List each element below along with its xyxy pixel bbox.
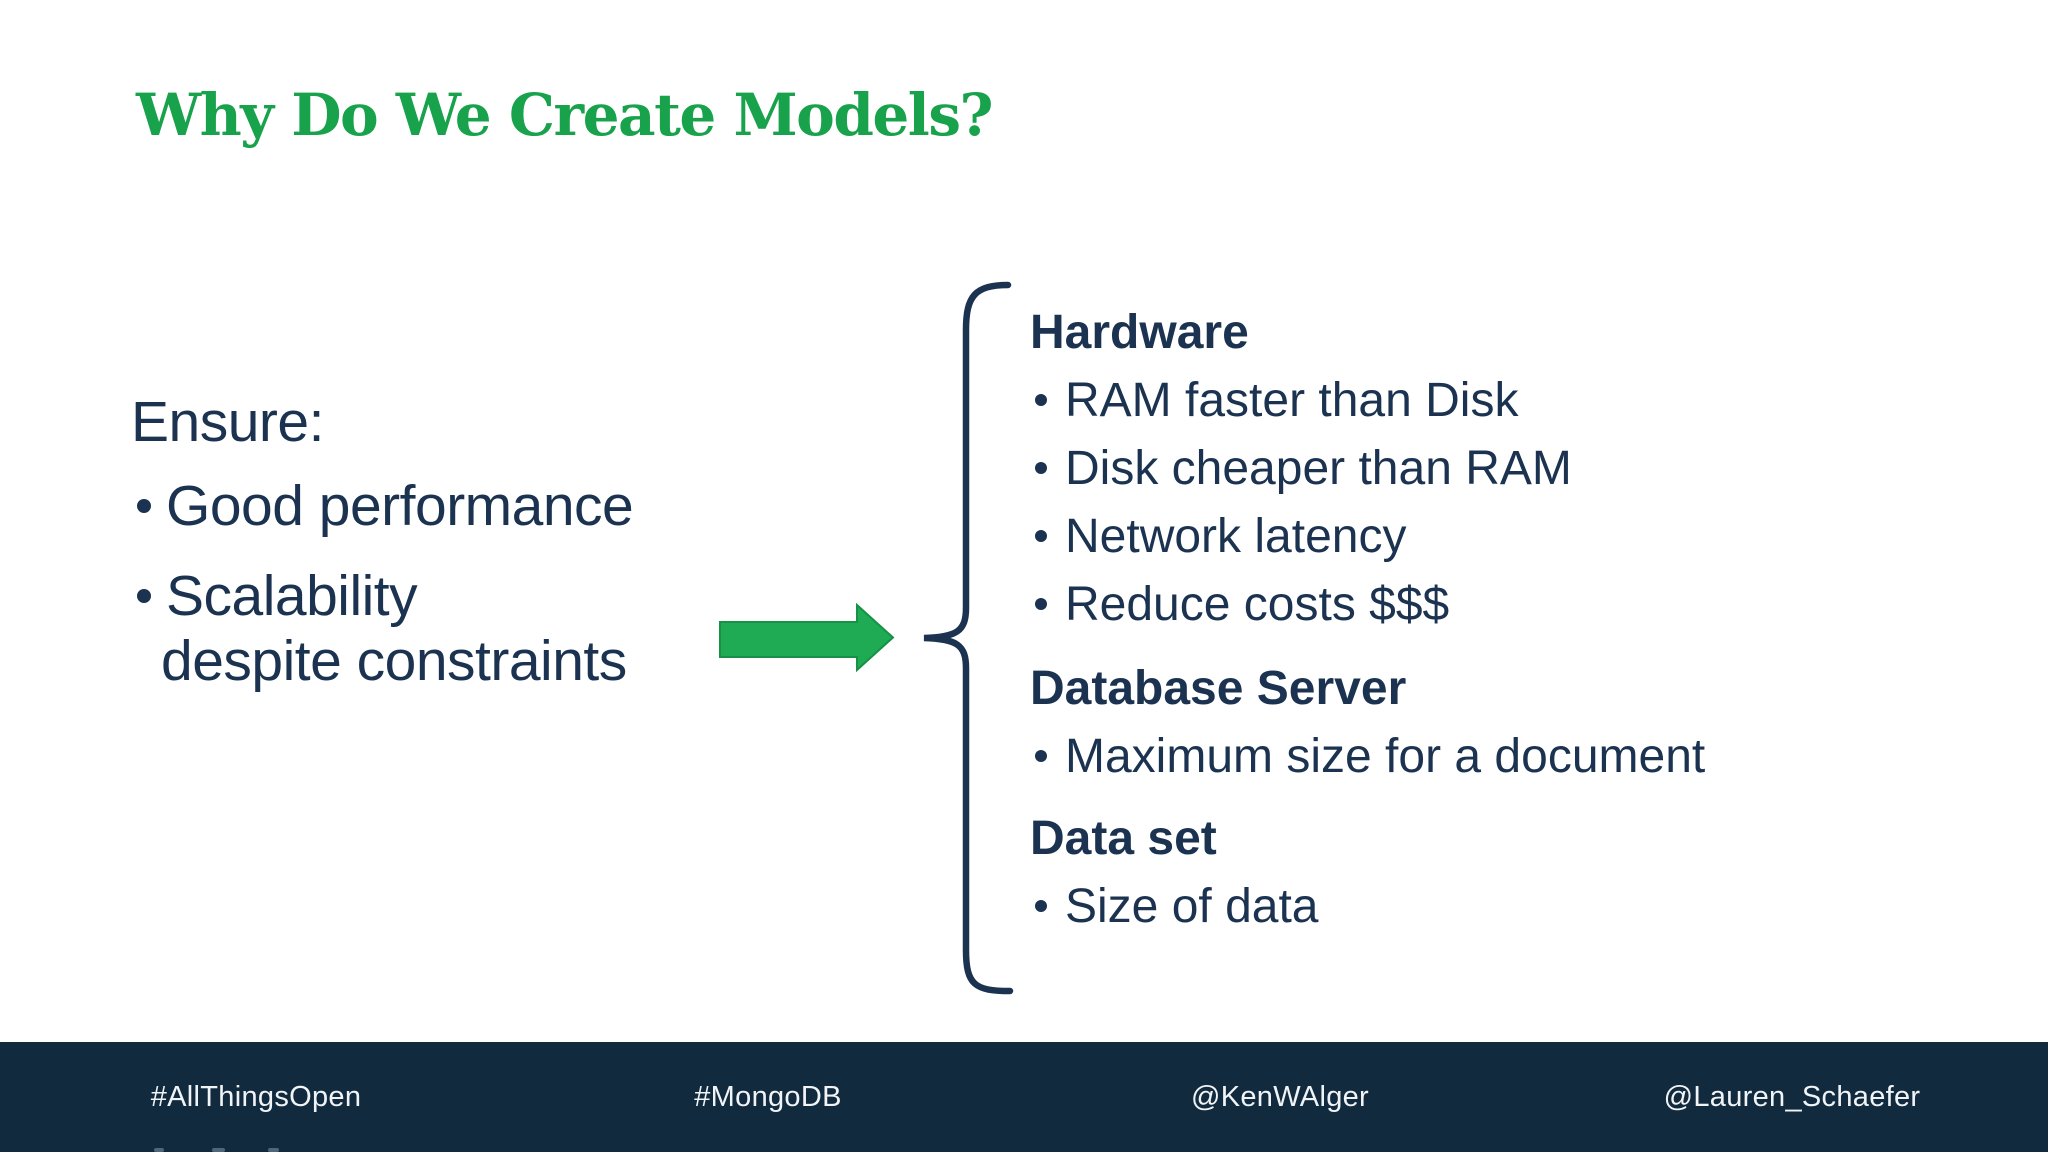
bullet-label: Maximum size for a document bbox=[1065, 730, 1706, 783]
bullet-dot bbox=[1035, 900, 1047, 912]
left-bullet-good-performance: Good performance bbox=[137, 474, 634, 538]
caption-artifact bbox=[154, 1148, 164, 1152]
bullet-dot bbox=[1035, 462, 1047, 474]
green-right-arrow-icon bbox=[719, 602, 895, 673]
footer-hashtag-allthingsopen: #AllThingsOpen bbox=[150, 1080, 362, 1113]
section-heading-database-server: Database Server bbox=[1030, 662, 1407, 715]
bullet-label: Reduce costs $$$ bbox=[1065, 578, 1450, 631]
footer-handle-lauren-schaefer: @Lauren_Schaefer bbox=[1663, 1080, 1921, 1113]
slide-title: Why Do We Create Models? bbox=[136, 81, 993, 149]
caption-artifact bbox=[212, 1148, 225, 1152]
bullet-label: Disk cheaper than RAM bbox=[1065, 442, 1572, 495]
footer-bar: #AllThingsOpen #MongoDB @KenWAlger @Laur… bbox=[0, 1042, 2048, 1152]
caption-artifact bbox=[268, 1148, 279, 1152]
bullet-dot bbox=[1035, 394, 1047, 406]
bullet-dot bbox=[137, 589, 151, 603]
bullet-dot bbox=[1035, 530, 1047, 542]
bullet-dot bbox=[1035, 750, 1047, 762]
section-heading-hardware: Hardware bbox=[1030, 306, 1249, 359]
bullet-network-latency: Network latency bbox=[1035, 510, 1407, 564]
footer-hashtag-mongodb: #MongoDB bbox=[694, 1080, 842, 1113]
bullet-maximum-size: Maximum size for a document bbox=[1035, 730, 1706, 784]
left-heading: Ensure: bbox=[131, 390, 324, 454]
left-bullet-scalability: Scalability bbox=[137, 564, 418, 628]
left-bullet-label: Good performance bbox=[166, 474, 634, 538]
footer-handle-kenwalger: @KenWAlger bbox=[1190, 1080, 1370, 1113]
section-heading-data-set: Data set bbox=[1030, 812, 1217, 865]
bullet-label: Size of data bbox=[1065, 880, 1319, 933]
bullet-dot bbox=[1035, 598, 1047, 610]
bullet-dot bbox=[137, 499, 151, 513]
curly-brace-icon bbox=[923, 281, 1014, 995]
bullet-disk-cheaper: Disk cheaper than RAM bbox=[1035, 442, 1572, 496]
bullet-size-of-data: Size of data bbox=[1035, 880, 1319, 934]
left-bullet-continuation: despite constraints bbox=[161, 629, 627, 693]
bullet-label: RAM faster than Disk bbox=[1065, 374, 1519, 427]
bullet-reduce-costs: Reduce costs $$$ bbox=[1035, 578, 1450, 632]
bullet-ram-faster: RAM faster than Disk bbox=[1035, 374, 1519, 428]
bullet-label: Network latency bbox=[1065, 510, 1407, 563]
left-bullet-label: Scalability bbox=[166, 564, 418, 628]
